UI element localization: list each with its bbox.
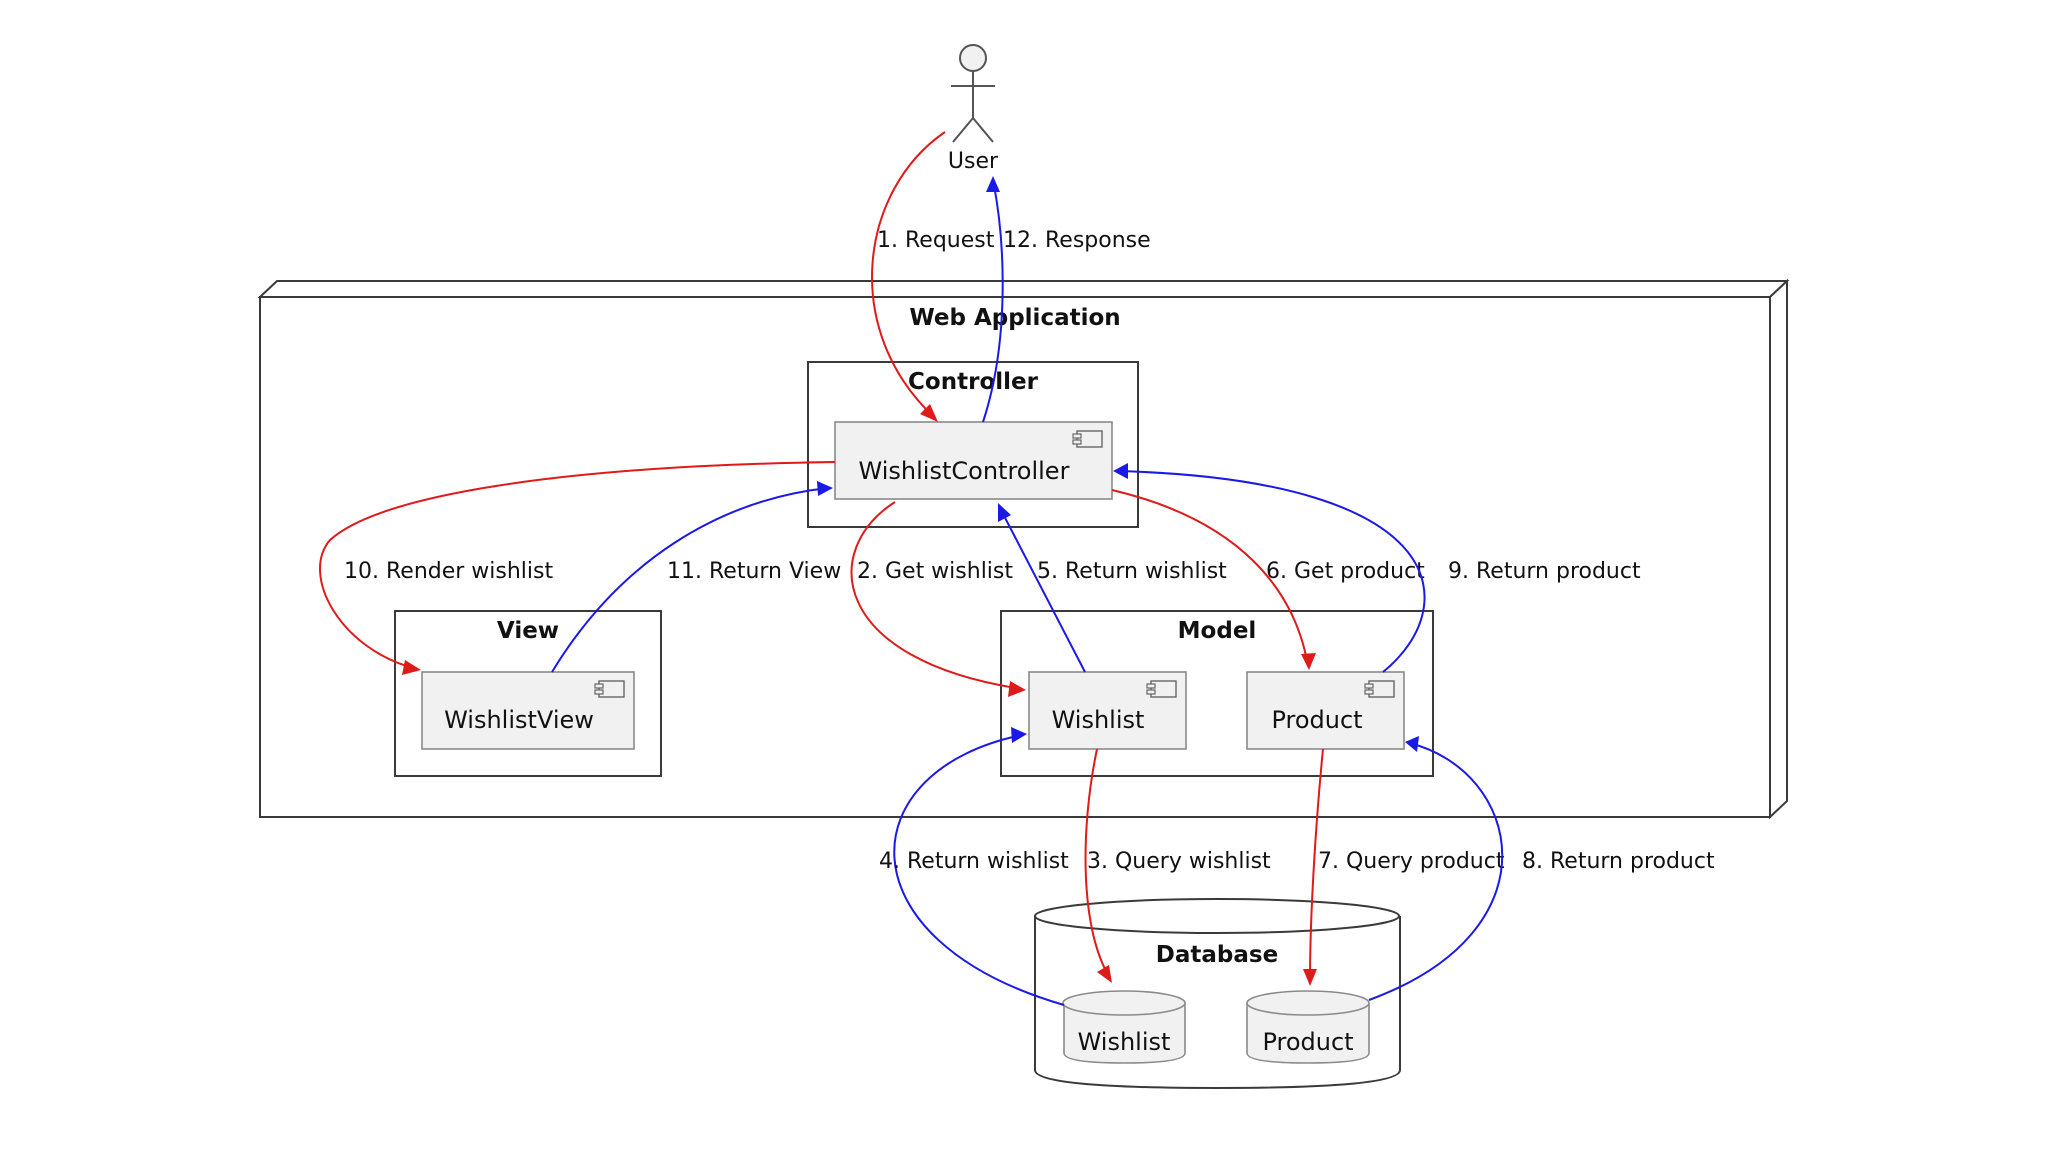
edge-2-label: 2. Get wishlist [857,559,1013,584]
edge-3-query-wishlist: 3. Query wishlist [1084,748,1271,983]
db-wishlist-table[interactable]: Wishlist [1062,990,1186,1064]
edge-7-label: 7. Query product [1318,849,1505,874]
wishlist-controller-component[interactable]: WishlistController [834,421,1113,500]
edge-6-label: 6. Get product [1266,559,1425,584]
edge-10-label: 10. Render wishlist [344,559,553,584]
edge-2-get-wishlist: 2. Get wishlist [850,501,1026,697]
wishlist-controller-label: WishlistController [859,457,1070,485]
db-product-table[interactable]: Product [1246,990,1370,1064]
edge-1-request: 1. Request [871,131,995,422]
web-application-title: Web Application [909,305,1120,331]
component-icon [594,680,625,698]
edge-1-label: 1. Request [877,228,995,253]
controller-title: Controller [908,369,1039,395]
wishlist-view-label: WishlistView [444,706,594,734]
edge-4-label: 4. Return wishlist [879,849,1069,874]
product-model-component[interactable]: Product [1246,671,1405,750]
actor-label: User [948,149,999,174]
model-title: Model [1178,618,1257,644]
product-model-label: Product [1271,706,1362,734]
edge-11-label: 11. Return View [667,559,841,584]
component-icon [1364,680,1395,698]
edge-6-get-product: 6. Get product [1111,489,1425,670]
view-title: View [497,618,559,644]
edge-12-label: 12. Response [1003,228,1151,253]
wishlist-model-component[interactable]: Wishlist [1028,671,1187,750]
wishlist-model-label: Wishlist [1052,706,1145,734]
edge-8-label: 8. Return product [1522,849,1715,874]
edge-8-return-product: 8. Return product [1368,736,1715,1001]
edge-3-label: 3. Query wishlist [1087,849,1271,874]
edge-12-response: 12. Response [982,176,1151,423]
edge-4-return-wishlist: 4. Return wishlist [879,727,1069,1006]
edge-7-query-product: 7. Query product [1303,748,1505,986]
db-wishlist-label: Wishlist [1078,1028,1171,1056]
component-icon [1072,430,1103,448]
wishlist-view-component[interactable]: WishlistView [421,671,635,750]
edge-9-label: 9. Return product [1448,559,1641,584]
database-title: Database [1156,942,1278,968]
edge-11-return-view: 11. Return View [551,481,841,673]
db-product-label: Product [1262,1028,1353,1056]
user-actor[interactable]: User [948,44,999,174]
edge-9-return-product: 9. Return product [1113,463,1641,673]
component-icon [1146,680,1177,698]
edge-5-return-wishlist: 5. Return wishlist [998,503,1227,673]
actor-head [959,44,987,72]
edge-10-render-wishlist: 10. Render wishlist [319,461,836,675]
edge-5-label: 5. Return wishlist [1037,559,1227,584]
